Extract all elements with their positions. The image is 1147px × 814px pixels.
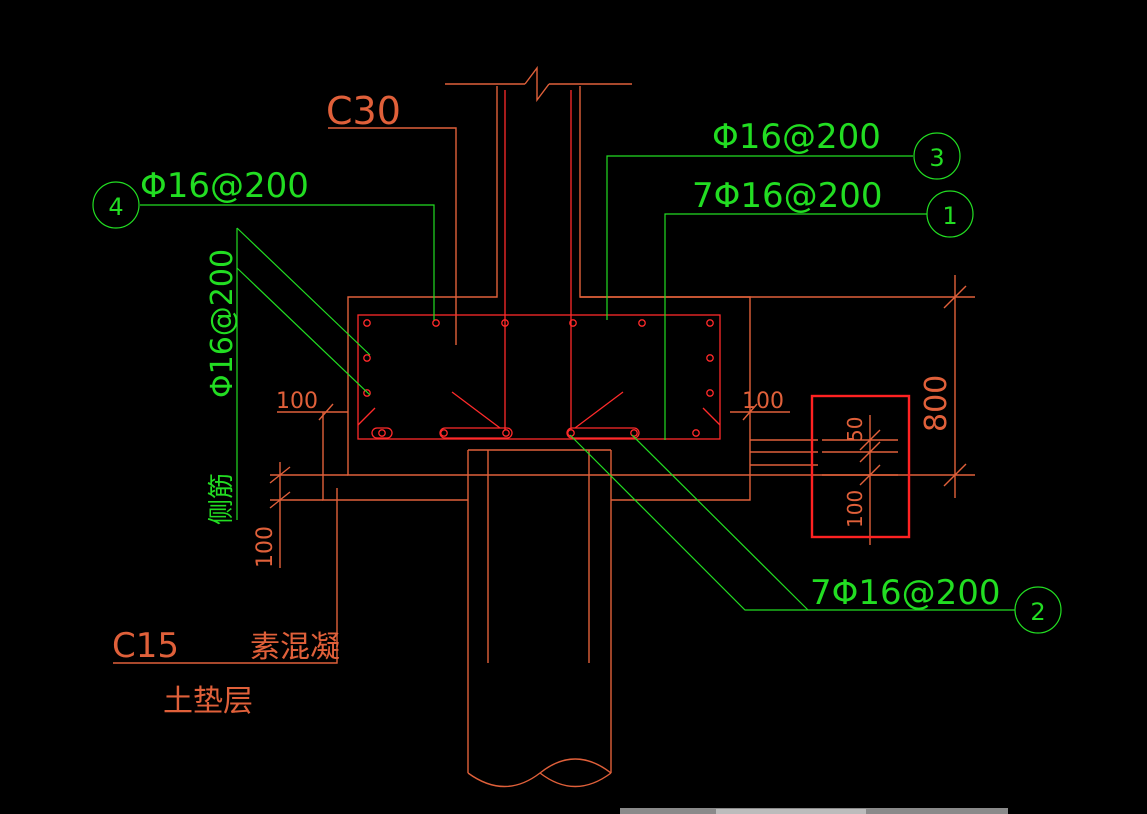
- highlight-box: [810, 394, 911, 539]
- cushion-layer-label: 土垫层: [163, 684, 253, 719]
- rebar-dot: [501, 319, 509, 327]
- bottom-bar-slot-right: [566, 427, 640, 439]
- concrete-outline: [113, 65, 975, 788]
- dim-right-cover: 100: [742, 389, 784, 414]
- callout-number-4: 4: [108, 193, 123, 221]
- callout-circle-4: [92, 181, 140, 229]
- stirrup-outline: [357, 314, 721, 440]
- rebar-dot: [363, 389, 371, 397]
- rebar-dot: [706, 389, 714, 397]
- callout-circle-2: [1014, 586, 1062, 634]
- rebar-2-spec: 7Φ16@200: [810, 573, 1001, 613]
- cushion-left: [322, 474, 468, 501]
- dim-800-tick-top: [943, 285, 967, 309]
- cushion-right: [611, 475, 751, 501]
- callout-circle-3: [913, 132, 961, 180]
- rebar-dot: [363, 319, 371, 327]
- leader-2a: [569, 434, 1015, 611]
- rebar-dots: [363, 319, 714, 437]
- rebar-dot: [363, 354, 371, 362]
- dim-800-tick-bottom: [943, 463, 967, 487]
- rebar-dot: [706, 354, 714, 362]
- leader-lines: [92, 132, 1062, 634]
- rebar-4-spec: Φ16@200: [140, 166, 309, 206]
- side-rebar-label: 侧筋: [207, 473, 237, 525]
- callout-number-2: 2: [1030, 598, 1045, 626]
- c30-leader: [328, 127, 457, 345]
- leader-3: [606, 155, 913, 320]
- leader-side-2: [236, 267, 371, 396]
- dim-right100-tick: [742, 403, 758, 421]
- leader-2b: [631, 434, 809, 611]
- plain-concrete-label: 素混凝: [250, 630, 340, 665]
- column-cap-outline: [347, 86, 751, 476]
- concrete-grade-bottom: C15: [112, 626, 179, 666]
- hook-right-1: [574, 391, 624, 429]
- rebar-dot: [638, 319, 646, 327]
- pile-break-curve: [467, 758, 612, 788]
- concrete-grade-top: C30: [326, 89, 401, 133]
- hook-left-1: [451, 391, 501, 429]
- leader-4: [140, 204, 435, 320]
- leader-1: [664, 213, 927, 440]
- dim-cushion-thickness: 100: [253, 526, 278, 568]
- hook-corner-left: [357, 407, 376, 426]
- bottom-ui-strip: [620, 808, 1008, 814]
- c15-leader: [113, 488, 338, 664]
- rebar-cage: [357, 90, 721, 440]
- dim-height: 800: [919, 375, 954, 432]
- rebar-dot: [432, 319, 440, 327]
- rebar-dot: [440, 429, 448, 437]
- callout-number-1: 1: [942, 202, 957, 230]
- column-break-symbol: [524, 65, 550, 103]
- dim-detail-lower: 100: [843, 490, 867, 528]
- rebar-dot: [630, 429, 638, 437]
- rebar-dot: [378, 429, 386, 437]
- leader-side-1: [236, 227, 371, 356]
- text-labels: C30 C15 素混凝 土垫层 Φ16@200 7Φ16@200 Φ16@200…: [108, 89, 1045, 719]
- rebar-dot: [569, 319, 577, 327]
- dim-detail-upper: 50: [843, 417, 867, 442]
- rebar-dot: [502, 429, 510, 437]
- rebar-dot: [692, 429, 700, 437]
- rebar-3-spec: Φ16@200: [712, 117, 881, 157]
- bottom-bar-slot-corner: [371, 427, 393, 439]
- callout-number-3: 3: [929, 144, 944, 172]
- callout-circle-1: [926, 190, 974, 238]
- pile-break-curve-lower: [539, 772, 612, 788]
- hook-corner-right: [702, 407, 721, 426]
- bottom-scroll-thumb[interactable]: [716, 809, 866, 814]
- bottom-bar-slot-left: [439, 427, 513, 439]
- side-rebar-spec: Φ16@200: [205, 249, 240, 398]
- rebar-dot: [706, 319, 714, 327]
- rebar-1-spec: 7Φ16@200: [692, 176, 883, 216]
- dim-left-cover: 100: [276, 389, 318, 414]
- dim-left100-tick: [318, 403, 334, 421]
